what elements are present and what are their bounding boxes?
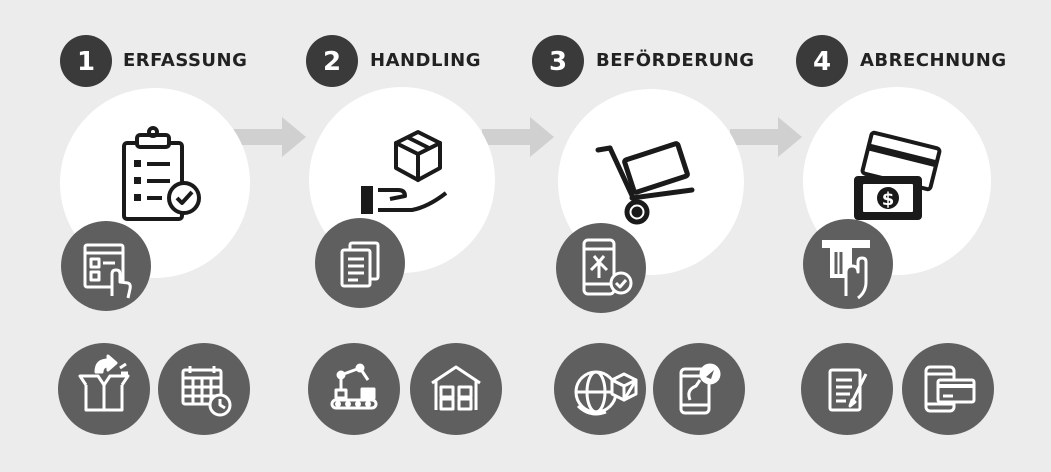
step-number-1: 1 xyxy=(77,47,95,77)
robot-arm-conveyor-icon xyxy=(330,363,378,410)
step-1-bottom-circle-b xyxy=(158,343,250,435)
step-2-label: HANDLING xyxy=(370,50,482,71)
arrow-1-2 xyxy=(232,117,306,157)
cash-cards-icon: $ xyxy=(854,130,942,220)
step-3-label: BEFÖRDERUNG xyxy=(596,50,755,71)
hand-package-icon xyxy=(361,130,448,214)
open-box-arrow-icon xyxy=(78,354,130,412)
phone-route-icon xyxy=(582,238,633,296)
svg-text:$: $ xyxy=(882,189,895,210)
step-2-bottom-circle-a xyxy=(308,343,400,435)
step-number-4: 4 xyxy=(813,47,831,77)
globe-package-icon xyxy=(574,370,638,416)
document-pen-icon xyxy=(828,368,868,412)
clipboard-checklist-icon xyxy=(122,126,201,221)
step-number-badge-4: 4 xyxy=(796,35,848,87)
step-3-bottom-circle-a xyxy=(554,343,646,435)
arrow-2-3 xyxy=(482,117,554,157)
step-number-badge-1: 1 xyxy=(60,35,112,87)
step-number-badge-3: 3 xyxy=(532,35,584,87)
warehouse-icon xyxy=(431,365,481,411)
step-number-2: 2 xyxy=(323,47,341,77)
step-number-badge-2: 2 xyxy=(306,35,358,87)
web-form-touch-icon xyxy=(83,243,132,299)
step-3-secondary-circle xyxy=(556,223,646,313)
step-4-bottom-circle-a xyxy=(801,343,893,435)
step-1-label: ERFASSUNG xyxy=(123,50,248,71)
phone-navigation-icon xyxy=(679,363,721,415)
hand-truck-icon xyxy=(595,141,695,225)
step-3-bottom-circle-b xyxy=(653,343,745,435)
arrow-3-4 xyxy=(730,117,802,157)
calendar-clock-icon xyxy=(181,366,232,417)
documents-icon xyxy=(340,241,380,288)
step-number-3: 3 xyxy=(549,47,567,77)
step-1-secondary-circle xyxy=(61,221,151,311)
atm-card-icon xyxy=(822,240,870,300)
step-4-label: ABRECHNUNG xyxy=(860,50,1007,71)
phone-card-icon xyxy=(924,365,976,413)
step-2-bottom-circle-b xyxy=(410,343,502,435)
